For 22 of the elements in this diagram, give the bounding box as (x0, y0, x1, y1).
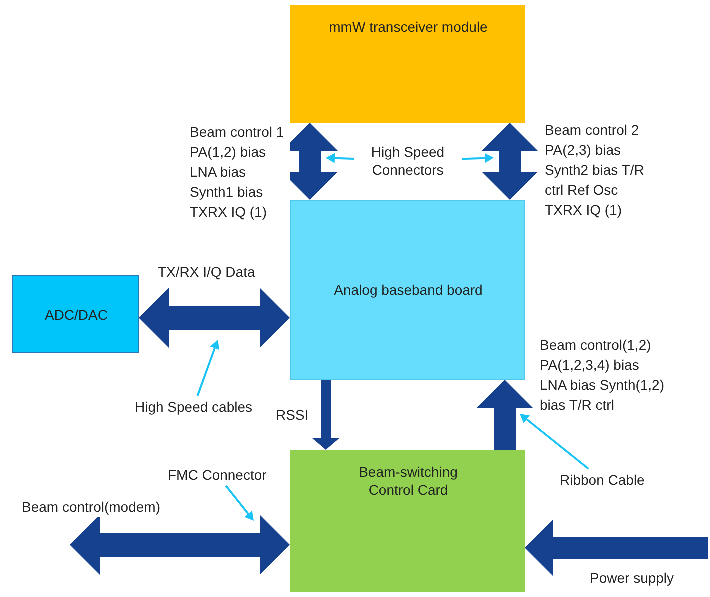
leader-line (462, 153, 494, 164)
board-title: Analog baseband board (333, 281, 484, 299)
double-arrow (482, 123, 538, 200)
control-card-box (290, 450, 525, 592)
board-box (290, 200, 525, 380)
block-arrow (525, 520, 708, 576)
leader-line (225, 485, 255, 522)
block-arrow (477, 380, 533, 450)
callout-text: Ribbon Cable (560, 471, 645, 489)
double-arrow (139, 288, 290, 348)
block-arrow (312, 380, 340, 450)
module-title: mmW transceiver module (328, 18, 489, 36)
callout-text: High Speed cables (135, 398, 253, 416)
leader-line (196, 340, 220, 396)
converter-box (12, 275, 139, 353)
callout-text: FMC Connector (168, 466, 267, 484)
leader-line (519, 413, 590, 470)
double-arrow (70, 515, 290, 575)
callout-text: High Speed Connectors (356, 143, 460, 179)
module-box (290, 5, 525, 123)
control-card-title: Beam-switching Control Card (358, 463, 459, 499)
converter-title: ADC/DAC (44, 306, 109, 324)
